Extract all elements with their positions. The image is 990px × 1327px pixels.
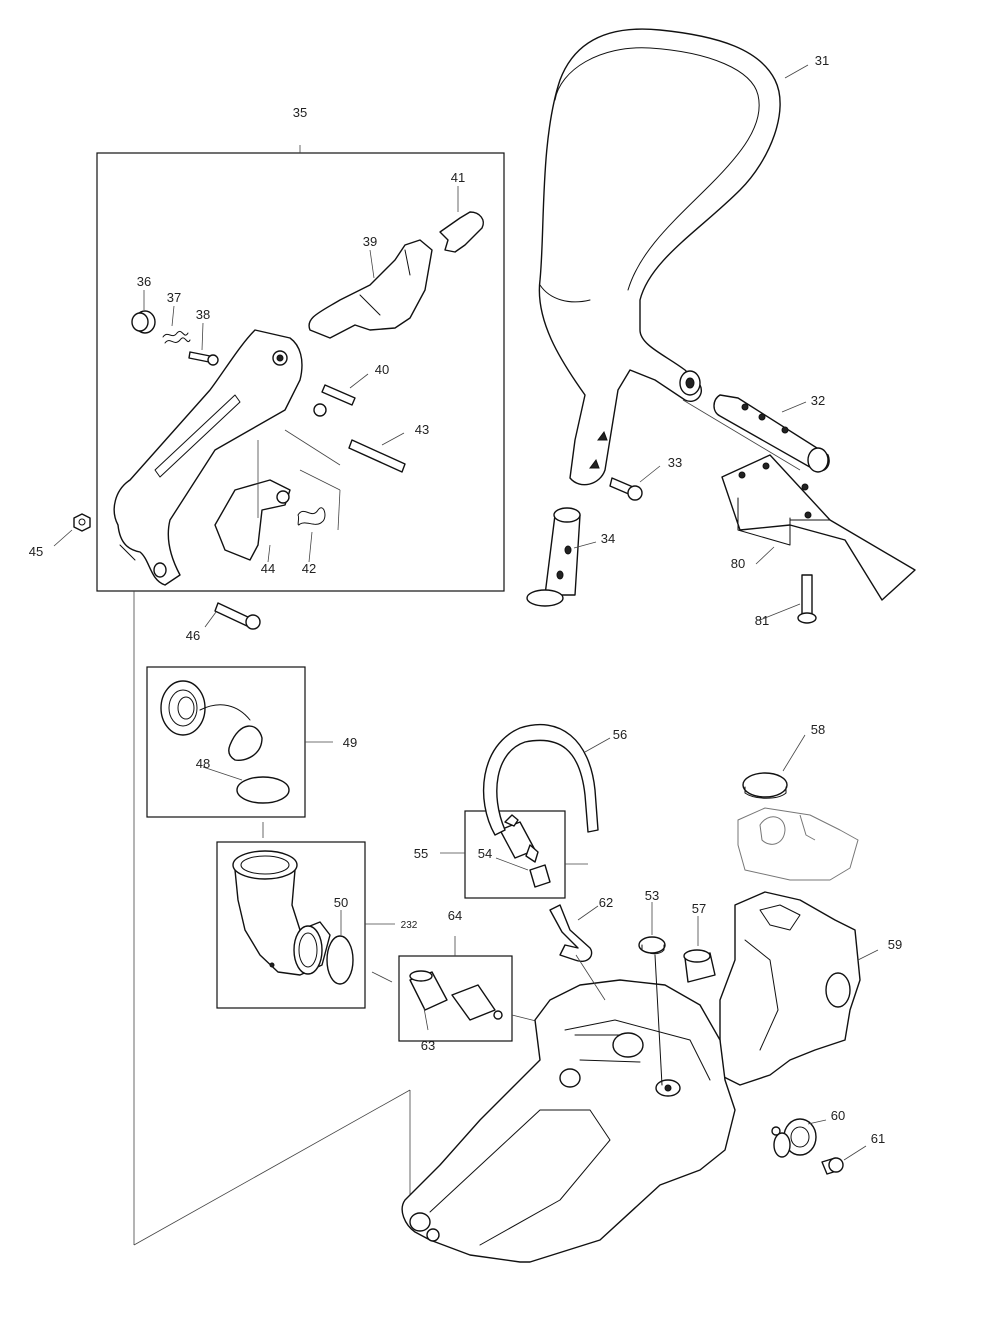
nut-45 bbox=[73, 513, 91, 532]
bracket-80 bbox=[721, 454, 916, 601]
label-57: 57 bbox=[692, 901, 706, 916]
label-39: 39 bbox=[363, 234, 377, 249]
label-34: 34 bbox=[601, 531, 615, 546]
filter-element-63 bbox=[409, 970, 448, 1011]
spring-42 bbox=[297, 507, 326, 526]
o-ring-50 bbox=[326, 935, 354, 985]
label-49: 49 bbox=[343, 735, 357, 750]
leader-32-80 bbox=[682, 399, 801, 471]
label-45: 45 bbox=[29, 544, 43, 559]
label-56: 56 bbox=[613, 727, 627, 742]
assembly-box-55 bbox=[464, 810, 566, 899]
knob-53 bbox=[638, 936, 666, 955]
label-60: 60 bbox=[831, 1108, 845, 1123]
bushing-36 bbox=[131, 310, 156, 334]
label-42: 42 bbox=[302, 561, 316, 576]
screw-38 bbox=[188, 351, 219, 366]
assembly-box-232 bbox=[216, 841, 366, 1009]
part-labels: 31 32 33 34 35 36 37 38 39 40 41 42 43 4… bbox=[29, 53, 902, 1146]
label-61: 61 bbox=[871, 1131, 885, 1146]
clip-41 bbox=[439, 211, 484, 253]
screw-61 bbox=[821, 1157, 844, 1175]
spring-37 bbox=[162, 330, 191, 344]
label-50: 50 bbox=[334, 895, 348, 910]
label-55: 55 bbox=[414, 846, 428, 861]
label-81: 81 bbox=[755, 613, 769, 628]
label-58: 58 bbox=[811, 722, 825, 737]
label-41: 41 bbox=[451, 170, 465, 185]
screw-46 bbox=[214, 602, 261, 630]
screw-33 bbox=[609, 477, 643, 501]
label-38: 38 bbox=[196, 307, 210, 322]
label-32: 32 bbox=[811, 393, 825, 408]
screw-81 bbox=[797, 574, 817, 624]
label-44: 44 bbox=[261, 561, 275, 576]
label-232: 232 bbox=[401, 920, 418, 931]
lever-44 bbox=[214, 479, 291, 561]
pin-40 bbox=[321, 384, 356, 406]
tank-housing-59 bbox=[719, 891, 861, 1086]
label-37: 37 bbox=[167, 290, 181, 305]
tank-cover-ghost bbox=[737, 807, 859, 881]
pin-43 bbox=[348, 439, 406, 473]
filler-cap-49 bbox=[160, 680, 263, 762]
sleeve-32 bbox=[713, 394, 830, 473]
label-80: 80 bbox=[731, 556, 745, 571]
cap-58 bbox=[742, 772, 788, 799]
label-48: 48 bbox=[196, 756, 210, 771]
trigger-39 bbox=[308, 239, 433, 339]
bushing-57 bbox=[683, 949, 716, 983]
filter-54 bbox=[499, 814, 539, 863]
label-43: 43 bbox=[415, 422, 429, 437]
rear-handle-tank bbox=[401, 954, 736, 1263]
elbow-pipe bbox=[232, 850, 331, 976]
hose-62 bbox=[549, 904, 593, 962]
assembly-box-64 bbox=[398, 955, 513, 1042]
pin-34 bbox=[526, 507, 581, 607]
label-33: 33 bbox=[668, 455, 682, 470]
label-53: 53 bbox=[645, 888, 659, 903]
box35-leaders bbox=[257, 429, 341, 531]
assembly-box-35 bbox=[96, 152, 505, 592]
label-40: 40 bbox=[375, 362, 389, 377]
label-54: 54 bbox=[478, 846, 492, 861]
label-36: 36 bbox=[137, 274, 151, 289]
assembly-connector-lines bbox=[133, 145, 588, 1246]
rear-handle bbox=[113, 329, 327, 586]
label-31: 31 bbox=[815, 53, 829, 68]
label-59: 59 bbox=[888, 937, 902, 952]
label-63: 63 bbox=[421, 1038, 435, 1053]
label-62: 62 bbox=[599, 895, 613, 910]
label-46: 46 bbox=[186, 628, 200, 643]
label-35: 35 bbox=[293, 105, 307, 120]
label-leader-lines bbox=[53, 64, 879, 1161]
sleeve-in-55 bbox=[529, 864, 551, 888]
handlebar-31 bbox=[538, 28, 781, 486]
label-64: 64 bbox=[448, 908, 462, 923]
fuel-hose-56 bbox=[483, 723, 599, 836]
o-ring-48 bbox=[236, 776, 290, 804]
fuel-filter-64 bbox=[451, 984, 503, 1021]
damper-60 bbox=[771, 1118, 817, 1158]
